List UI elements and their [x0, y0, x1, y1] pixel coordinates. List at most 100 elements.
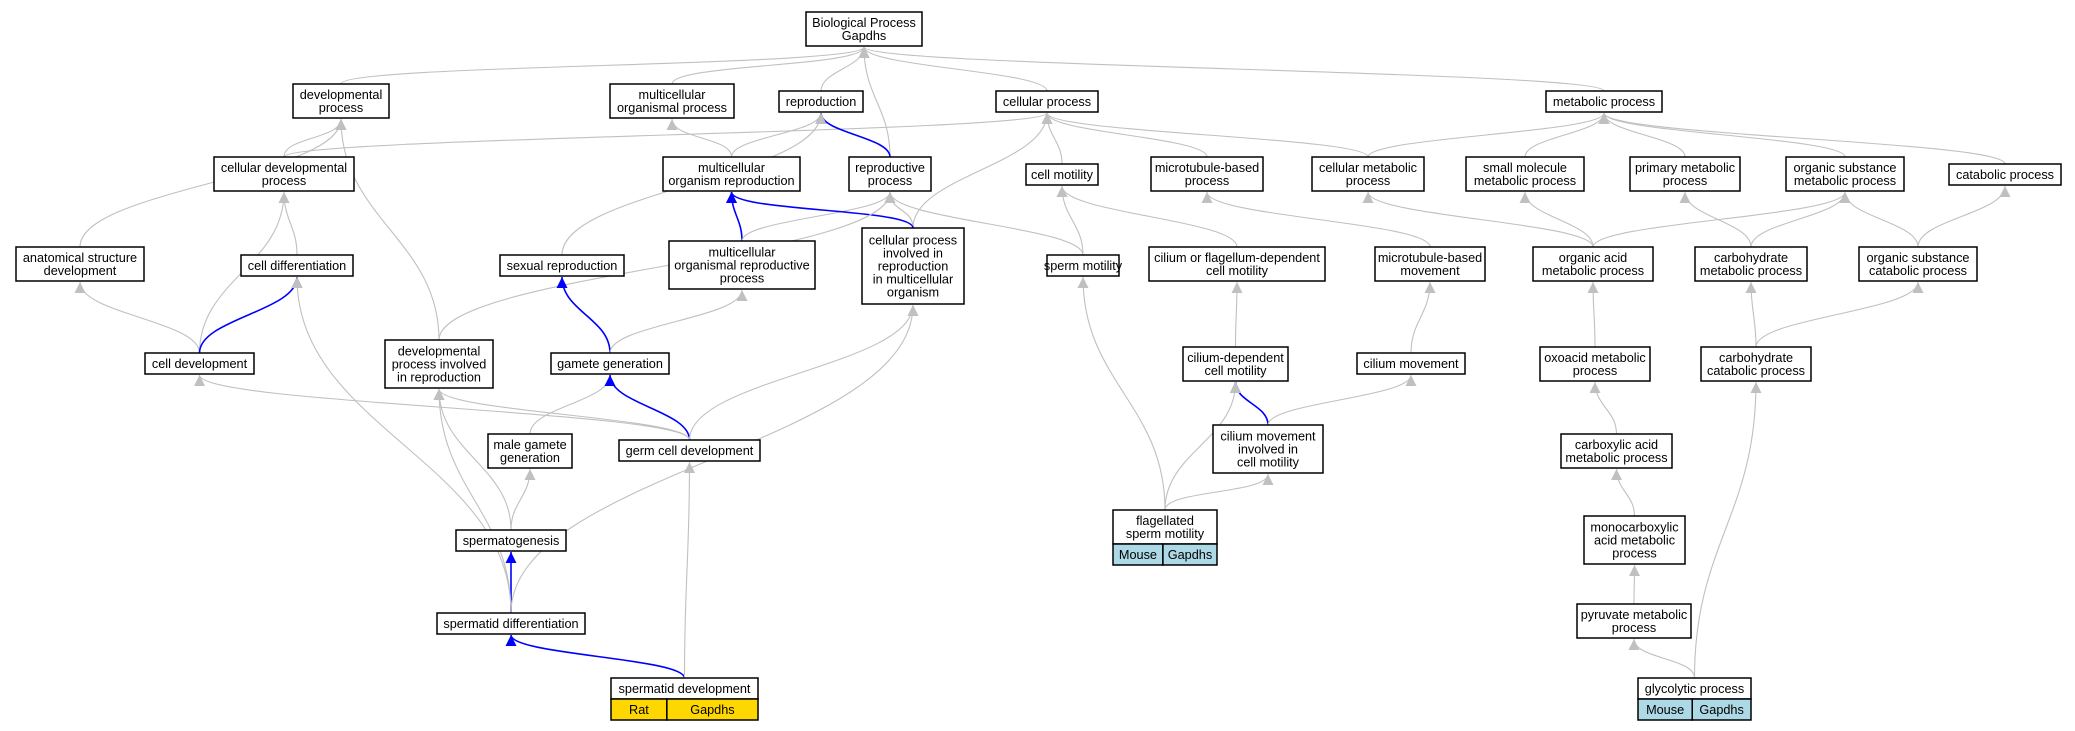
node-repro[interactable]: reproduction [778, 90, 864, 113]
node-label: spermatogenesis [463, 534, 560, 548]
node-label: metabolic process [1794, 174, 1896, 188]
edge-devprocrepro-to-devproc [335, 118, 440, 341]
node-catab[interactable]: catabolic process [1948, 163, 2062, 186]
node-box [1311, 156, 1425, 192]
edge-cellprocrepro-to-multorgrepro [726, 191, 914, 229]
node-ciliummove[interactable]: cilium movement [1356, 352, 1466, 375]
edge-celldevproc-to-devproc [283, 118, 347, 158]
edge-germcell-to-celldev [194, 374, 691, 441]
node-label: cell development [152, 357, 248, 371]
node-spermdiff[interactable]: spermatid differentiation [436, 612, 586, 635]
edge-spermdev-to-spermdiff [505, 634, 686, 679]
node-box [1576, 603, 1692, 639]
node-label: male gamete [493, 438, 566, 452]
edge-anat-to-devproc [79, 118, 347, 248]
node-spermato[interactable]: spermatogenesis [455, 529, 567, 552]
edge-ciliummoveinv-to-ciliummove [1267, 374, 1417, 426]
edge-spermdiff-to-devprocrepro [433, 388, 512, 614]
node-label: germ cell development [626, 444, 754, 458]
edge-orgsubcat-to-catab [1917, 185, 2011, 248]
edge-metab-to-bp [858, 46, 1605, 92]
node-germcell[interactable]: germ cell development [618, 439, 761, 462]
node-label: microtubule-based [1155, 161, 1259, 175]
edge-germcell-to-cellprocrepro [688, 304, 919, 441]
node-box [1539, 346, 1651, 382]
edge-carbmetab-to-primmetab [1679, 191, 1752, 248]
edge-malegamete-to-gametegen [529, 374, 616, 435]
node-box [436, 612, 586, 635]
node-label: microtubule-based [1378, 251, 1482, 265]
node-gametegen[interactable]: gamete generation [550, 352, 670, 375]
edge-ciliumdep-to-ciliumflag [1231, 281, 1243, 348]
node-box [240, 254, 354, 277]
edge-celldevproc-to-cellproc [283, 112, 1053, 158]
node-spermmot[interactable]: sperm motility [1044, 254, 1123, 277]
node-label: cilium movement [1363, 357, 1459, 371]
node-cellproc[interactable]: cellular process [995, 90, 1099, 113]
node-box [550, 352, 670, 375]
node-box [995, 90, 1099, 113]
node-label: development [44, 264, 117, 278]
node-celldev[interactable]: cell development [144, 352, 255, 375]
node-box [778, 90, 864, 113]
edge-cellproc-to-bp [858, 46, 1048, 92]
edge-celldev-to-celldiff [198, 276, 303, 354]
node-label: cellular process [869, 234, 957, 248]
node-label: cell motility [1206, 264, 1269, 278]
node-box [1629, 156, 1741, 192]
node-box [1374, 246, 1486, 282]
node-label: cellular developmental [221, 161, 347, 175]
node-cellmot[interactable]: cell motility [1025, 163, 1099, 186]
node-box [1465, 156, 1585, 192]
node-sexrepro[interactable]: sexual reproduction [499, 254, 625, 277]
node-box [384, 339, 494, 389]
node-label: cellular process [1003, 95, 1091, 109]
node-label: sexual reproduction [507, 259, 618, 273]
species-tag-label: Rat [629, 703, 649, 717]
node-label: process [262, 174, 306, 188]
edges [74, 46, 2011, 679]
gene-tag [1162, 543, 1218, 566]
node-metab[interactable]: metabolic process [1545, 90, 1663, 113]
gene-tag [1691, 698, 1752, 721]
node-label: gamete generation [557, 357, 663, 371]
node-label: process [1612, 547, 1656, 561]
node-box [144, 352, 255, 375]
node-label: organic acid [1559, 251, 1627, 265]
node-celldiff[interactable]: cell differentiation [240, 254, 354, 277]
node-label: acid metabolic [1594, 534, 1676, 548]
node-box [662, 156, 801, 192]
node-label: process [720, 272, 764, 286]
